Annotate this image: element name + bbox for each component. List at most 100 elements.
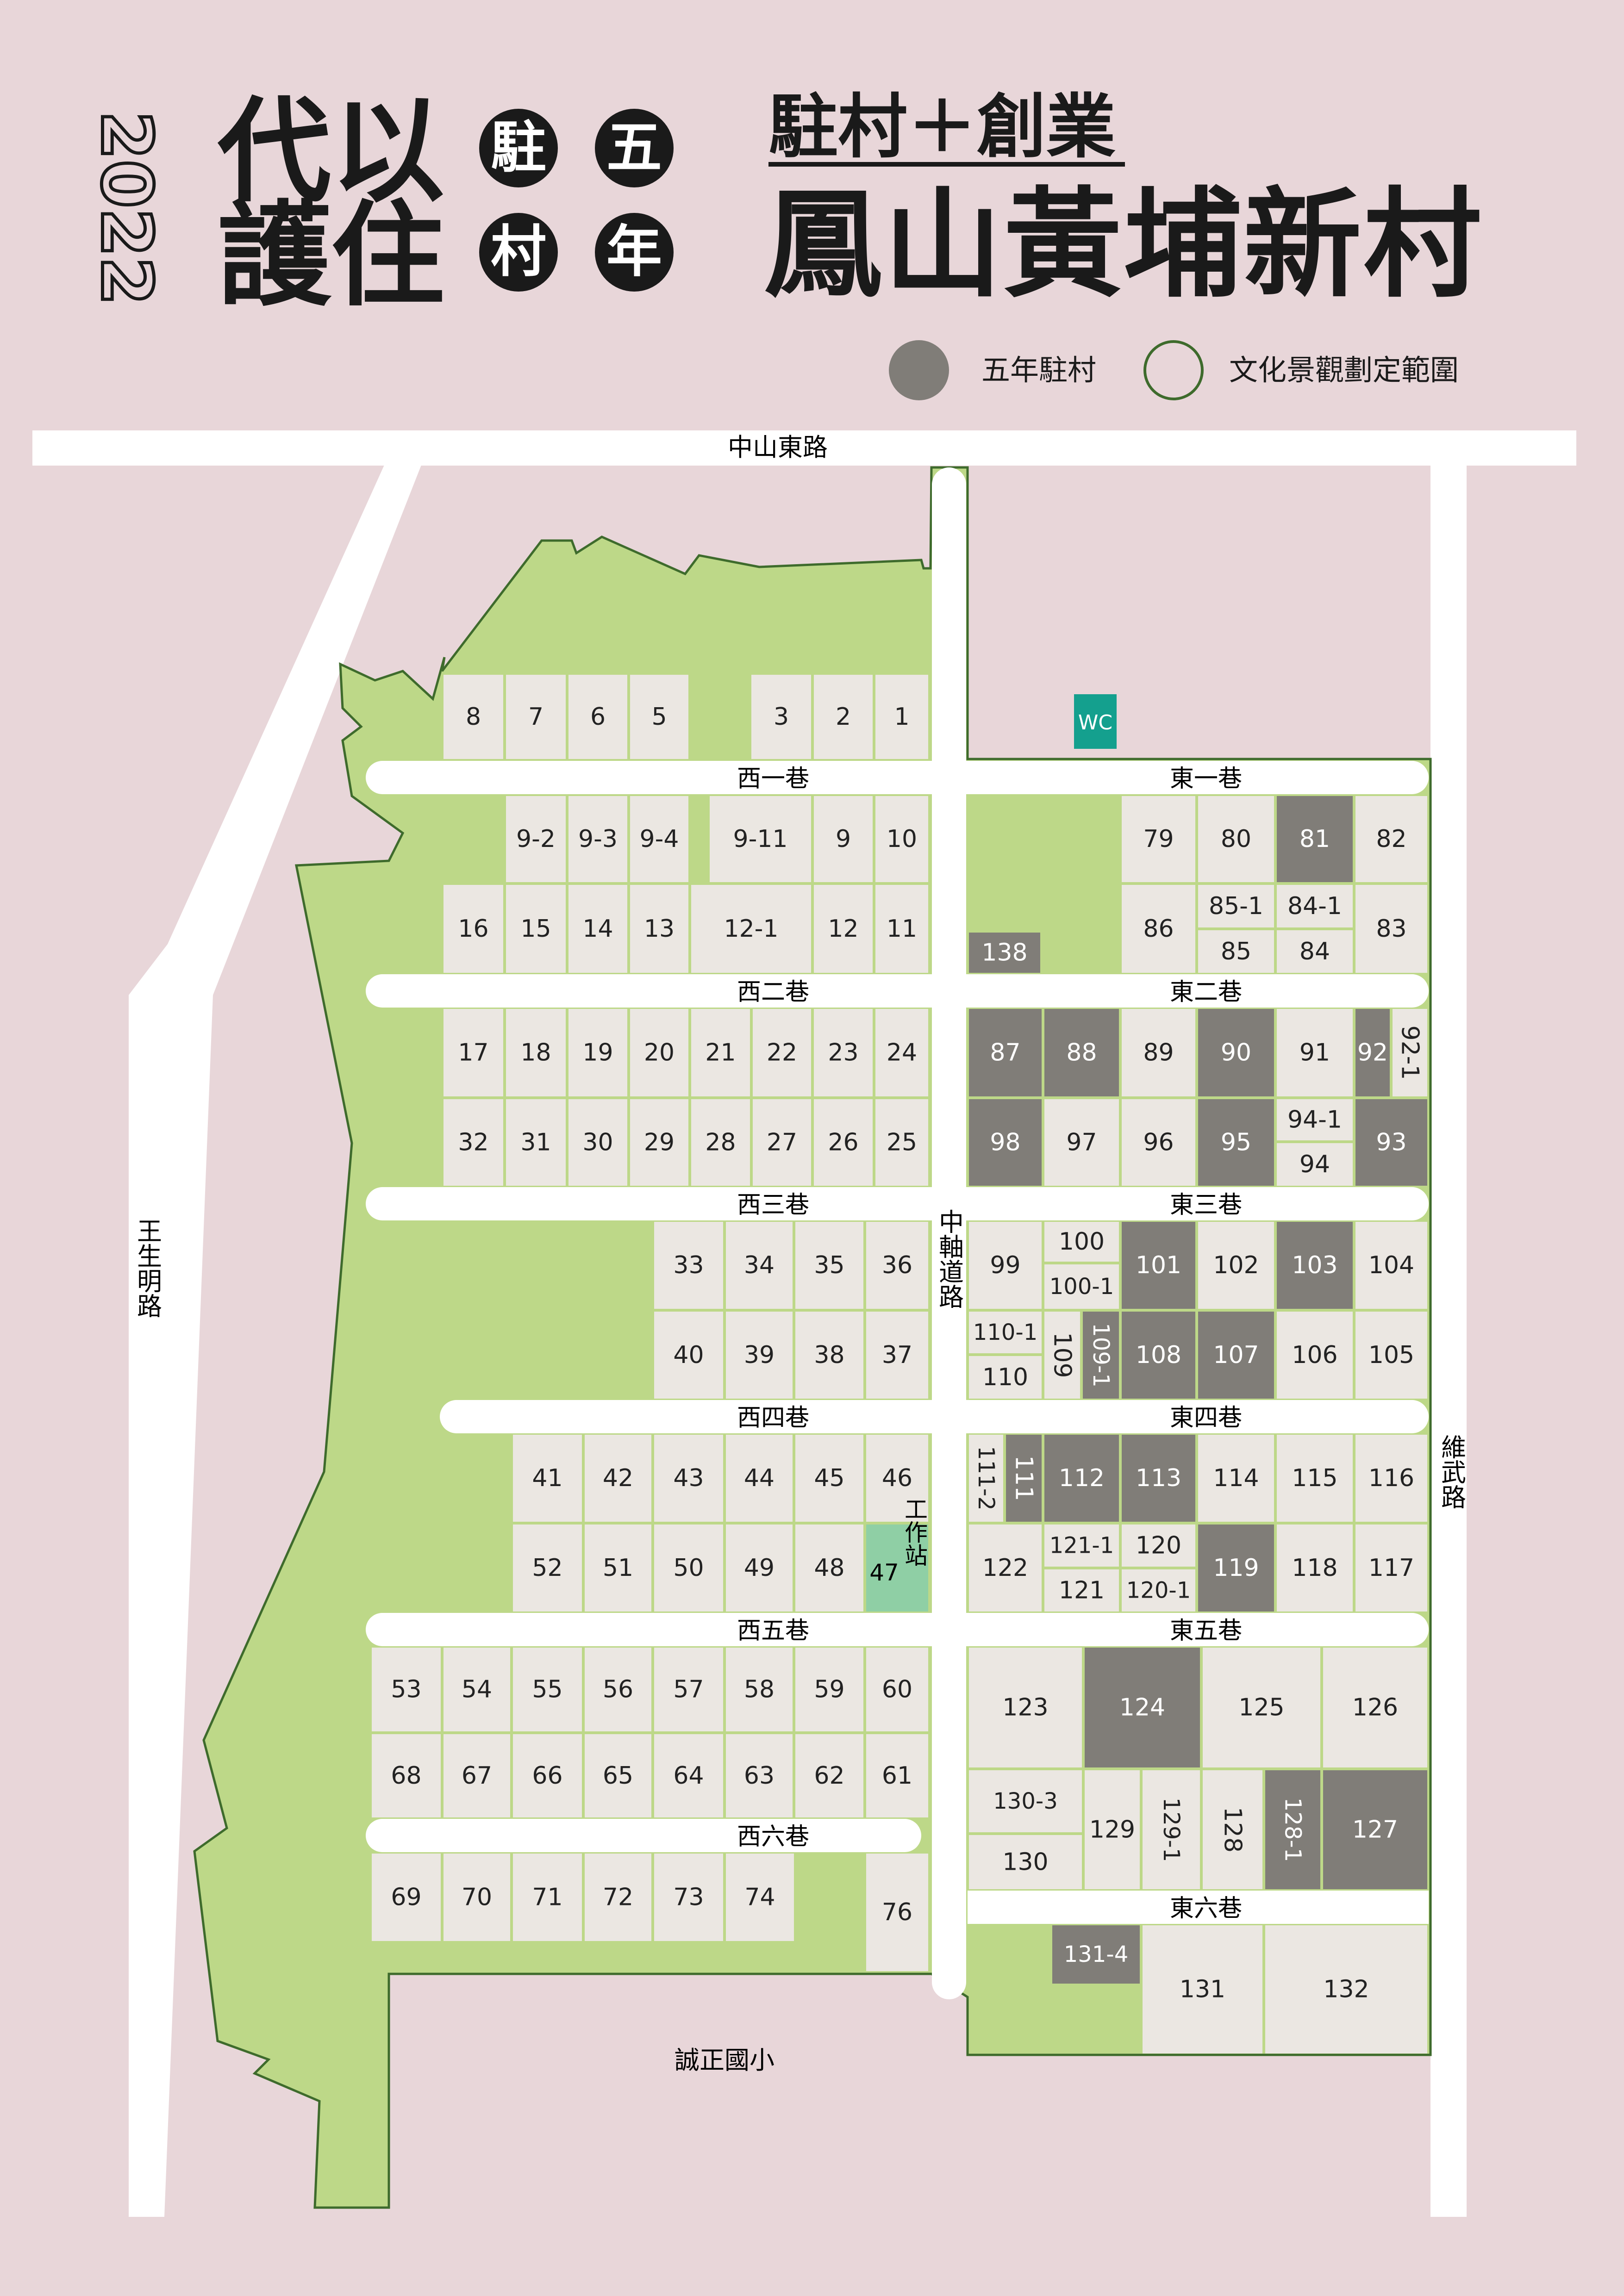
- plot-74: [726, 1854, 794, 1941]
- plot-122: [969, 1524, 1042, 1612]
- plot-label: 44: [744, 1464, 775, 1492]
- plot-26: [814, 1099, 873, 1186]
- plot-35: [795, 1222, 863, 1309]
- plot-86: [1122, 885, 1195, 973]
- plot-label: 9-2: [516, 825, 556, 853]
- plot-label: 127: [1352, 1816, 1398, 1844]
- plot-83: [1355, 885, 1427, 973]
- plot-130-3: [969, 1770, 1082, 1832]
- plot-label: 121: [1059, 1577, 1105, 1605]
- plot-93: [1355, 1099, 1427, 1186]
- lane-1: [366, 761, 1429, 794]
- plot-30: [568, 1099, 627, 1186]
- plot-110: [969, 1356, 1042, 1399]
- plot-129-1: [1143, 1770, 1200, 1889]
- plot-34: [726, 1222, 793, 1309]
- plot-label: 121-1: [1049, 1533, 1114, 1559]
- plot-130: [969, 1835, 1082, 1889]
- plot-109: [1044, 1312, 1080, 1399]
- plot-124: [1085, 1648, 1200, 1767]
- plot-label: 35: [814, 1251, 844, 1279]
- plot-33: [654, 1222, 723, 1309]
- wc-marker: [1074, 694, 1117, 749]
- plot-label: 90: [1221, 1039, 1251, 1067]
- plot-label: 27: [767, 1129, 797, 1157]
- plot-label: 100: [1059, 1228, 1105, 1256]
- plot-label: 34: [744, 1251, 775, 1279]
- plot-71: [513, 1854, 582, 1941]
- plot-label: 83: [1376, 915, 1406, 943]
- plot-36: [866, 1222, 928, 1309]
- plot-label: 87: [990, 1039, 1020, 1067]
- plot-label: 126: [1352, 1694, 1398, 1722]
- landscape-legend-swatch: [1143, 340, 1204, 400]
- plot-label: 96: [1143, 1129, 1174, 1157]
- plot-label: 110: [982, 1363, 1028, 1391]
- lane-label-east-3: 東三巷: [1170, 1191, 1242, 1219]
- plot-label: 41: [532, 1464, 562, 1492]
- plot-9: [814, 796, 873, 882]
- plot-label: 56: [603, 1676, 633, 1704]
- plot-100: [1044, 1222, 1119, 1262]
- plot-131-4: [1052, 1925, 1140, 1984]
- circle-char: 年: [595, 213, 674, 292]
- lane-label-west-3: 西三巷: [737, 1191, 809, 1219]
- plot-115: [1277, 1435, 1353, 1522]
- plot-88: [1044, 1009, 1119, 1096]
- plot-label: 110-1: [973, 1319, 1037, 1345]
- plot-81: [1277, 796, 1353, 882]
- plot-118: [1277, 1524, 1353, 1612]
- plot-12-1: [691, 885, 811, 973]
- lane-label-east-4: 東四巷: [1170, 1404, 1242, 1432]
- plot-79: [1122, 796, 1195, 882]
- plot-19: [568, 1009, 627, 1096]
- lane-label-east-2: 東二巷: [1170, 978, 1242, 1006]
- plot-84: [1277, 930, 1353, 973]
- lane-3: [366, 1187, 1429, 1220]
- plot-94-1: [1277, 1099, 1353, 1140]
- plot-95: [1198, 1099, 1274, 1186]
- plot-6: [568, 675, 627, 759]
- plot-label: 7: [528, 703, 543, 731]
- plot-91: [1277, 1009, 1353, 1096]
- plot-label: 9: [836, 825, 851, 853]
- plot-67: [443, 1734, 510, 1817]
- plot-90: [1198, 1009, 1274, 1096]
- plot-65: [585, 1734, 651, 1817]
- plot-label: 38: [814, 1341, 844, 1369]
- plot-110-1: [969, 1312, 1042, 1353]
- plot-123: [969, 1648, 1082, 1767]
- plot-label: 130: [1002, 1848, 1048, 1876]
- plot-label: 128: [1219, 1807, 1247, 1853]
- zhongshan-east-road: [32, 430, 1576, 466]
- workstation-number: 47: [869, 1559, 899, 1586]
- plot-69: [372, 1854, 441, 1941]
- plot-label: 85: [1221, 938, 1251, 965]
- workstation-plot: [866, 1524, 928, 1612]
- plot-9-4: [630, 796, 688, 882]
- lane-label-west-6: 西六巷: [737, 1823, 809, 1851]
- plot-label: 70: [462, 1884, 492, 1911]
- plot-label: 46: [882, 1464, 912, 1492]
- plot-54: [443, 1648, 510, 1731]
- plot-label: 109: [1049, 1332, 1076, 1378]
- plot-label: 113: [1136, 1464, 1181, 1492]
- plot-109-1: [1083, 1312, 1119, 1399]
- plot-label: 1: [894, 703, 909, 731]
- plot-25: [875, 1099, 928, 1186]
- plot-label: 92: [1357, 1039, 1388, 1067]
- plot-128: [1203, 1770, 1262, 1889]
- plot-70: [443, 1854, 510, 1941]
- plot-13: [630, 885, 688, 973]
- plot-99: [969, 1222, 1042, 1309]
- plot-43: [654, 1435, 723, 1522]
- plot-53: [372, 1648, 441, 1731]
- plot-label: 45: [814, 1464, 844, 1492]
- plot-label: 129: [1089, 1816, 1135, 1844]
- plot-8: [443, 675, 503, 759]
- zhongzhou-road: [932, 467, 966, 1999]
- plot-label: 51: [603, 1554, 633, 1582]
- plot-label: 88: [1066, 1039, 1097, 1067]
- plot-label: 9-3: [578, 825, 618, 853]
- plot-label: 80: [1221, 825, 1251, 853]
